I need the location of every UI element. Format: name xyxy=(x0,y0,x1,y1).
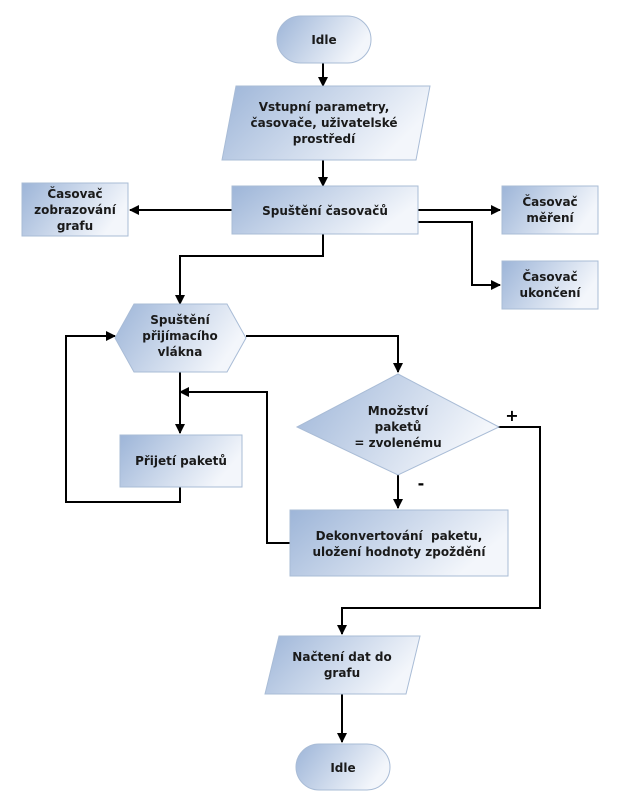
node-receive-packets: Přijetí paketů xyxy=(119,434,243,488)
decision-line-3: = zvolenému xyxy=(354,436,441,450)
input-params-line-1: Vstupní parametry, xyxy=(259,100,390,114)
edges xyxy=(65,63,541,743)
node-load-data: Načtení dat do grafu xyxy=(264,635,421,695)
idle-bottom-label: Idle xyxy=(330,761,355,775)
edge-decision-to-load-data xyxy=(337,426,541,635)
start-timers-label: Spuštění časovačů xyxy=(262,204,388,218)
timer-end-line-1: Časovač xyxy=(522,269,577,284)
node-deconvert: Dekonvertování paketu, uložení hodnoty z… xyxy=(289,509,509,577)
deconvert-line-1: Dekonvertování paketu, xyxy=(316,529,483,543)
edge-thread-to-decision xyxy=(246,335,403,373)
idle-top-label: Idle xyxy=(311,33,336,47)
edge-deconvert-to-receive xyxy=(179,387,290,544)
decision-no-sign: - xyxy=(418,474,425,493)
start-thread-line-3: vlákna xyxy=(158,345,203,359)
node-timer-graph: Časovač zobrazování grafu xyxy=(21,182,129,237)
deconvert-line-2: uložení hodnoty zpoždění xyxy=(313,545,487,559)
input-params-line-2: časovače, uživatelské xyxy=(251,116,398,130)
node-idle-top: Idle xyxy=(276,15,372,64)
decision-line-2: paketů xyxy=(375,420,422,434)
node-start-thread: Spuštění přijímacího vlákna xyxy=(114,303,247,373)
edge-receive-loop-to-thread xyxy=(65,331,181,503)
receive-packets-label: Přijetí paketů xyxy=(135,454,227,468)
node-timer-end: Časovač ukončení xyxy=(501,260,599,310)
input-params-line-3: prostředí xyxy=(293,132,356,146)
decision-yes-sign: + xyxy=(505,406,518,425)
node-decision: Množství paketů = zvolenému xyxy=(295,373,501,476)
node-start-timers: Spuštění časovačů xyxy=(231,185,419,235)
edge-start-timers-to-thread xyxy=(175,234,324,305)
node-idle-bottom: Idle xyxy=(295,743,391,791)
timer-graph-line-2: zobrazování xyxy=(34,203,117,217)
timer-end-line-2: ukončení xyxy=(520,286,582,300)
timer-measure-line-2: měření xyxy=(526,211,574,225)
node-input-params: Vstupní parametry, časovače, uživatelské… xyxy=(221,85,431,161)
timer-measure-line-1: Časovač xyxy=(522,194,577,209)
start-thread-line-2: přijímacího xyxy=(142,329,217,343)
load-data-line-2: grafu xyxy=(324,666,360,680)
node-timer-measure: Časovač měření xyxy=(501,185,599,235)
timer-graph-line-1: Časovač xyxy=(47,186,102,201)
edge-start-timers-to-end-timer xyxy=(418,221,501,290)
timer-graph-line-3: grafu xyxy=(57,219,93,233)
load-data-line-1: Načtení dat do xyxy=(292,650,391,664)
decision-line-1: Množství xyxy=(368,404,429,418)
start-thread-line-1: Spuštění xyxy=(150,313,210,327)
